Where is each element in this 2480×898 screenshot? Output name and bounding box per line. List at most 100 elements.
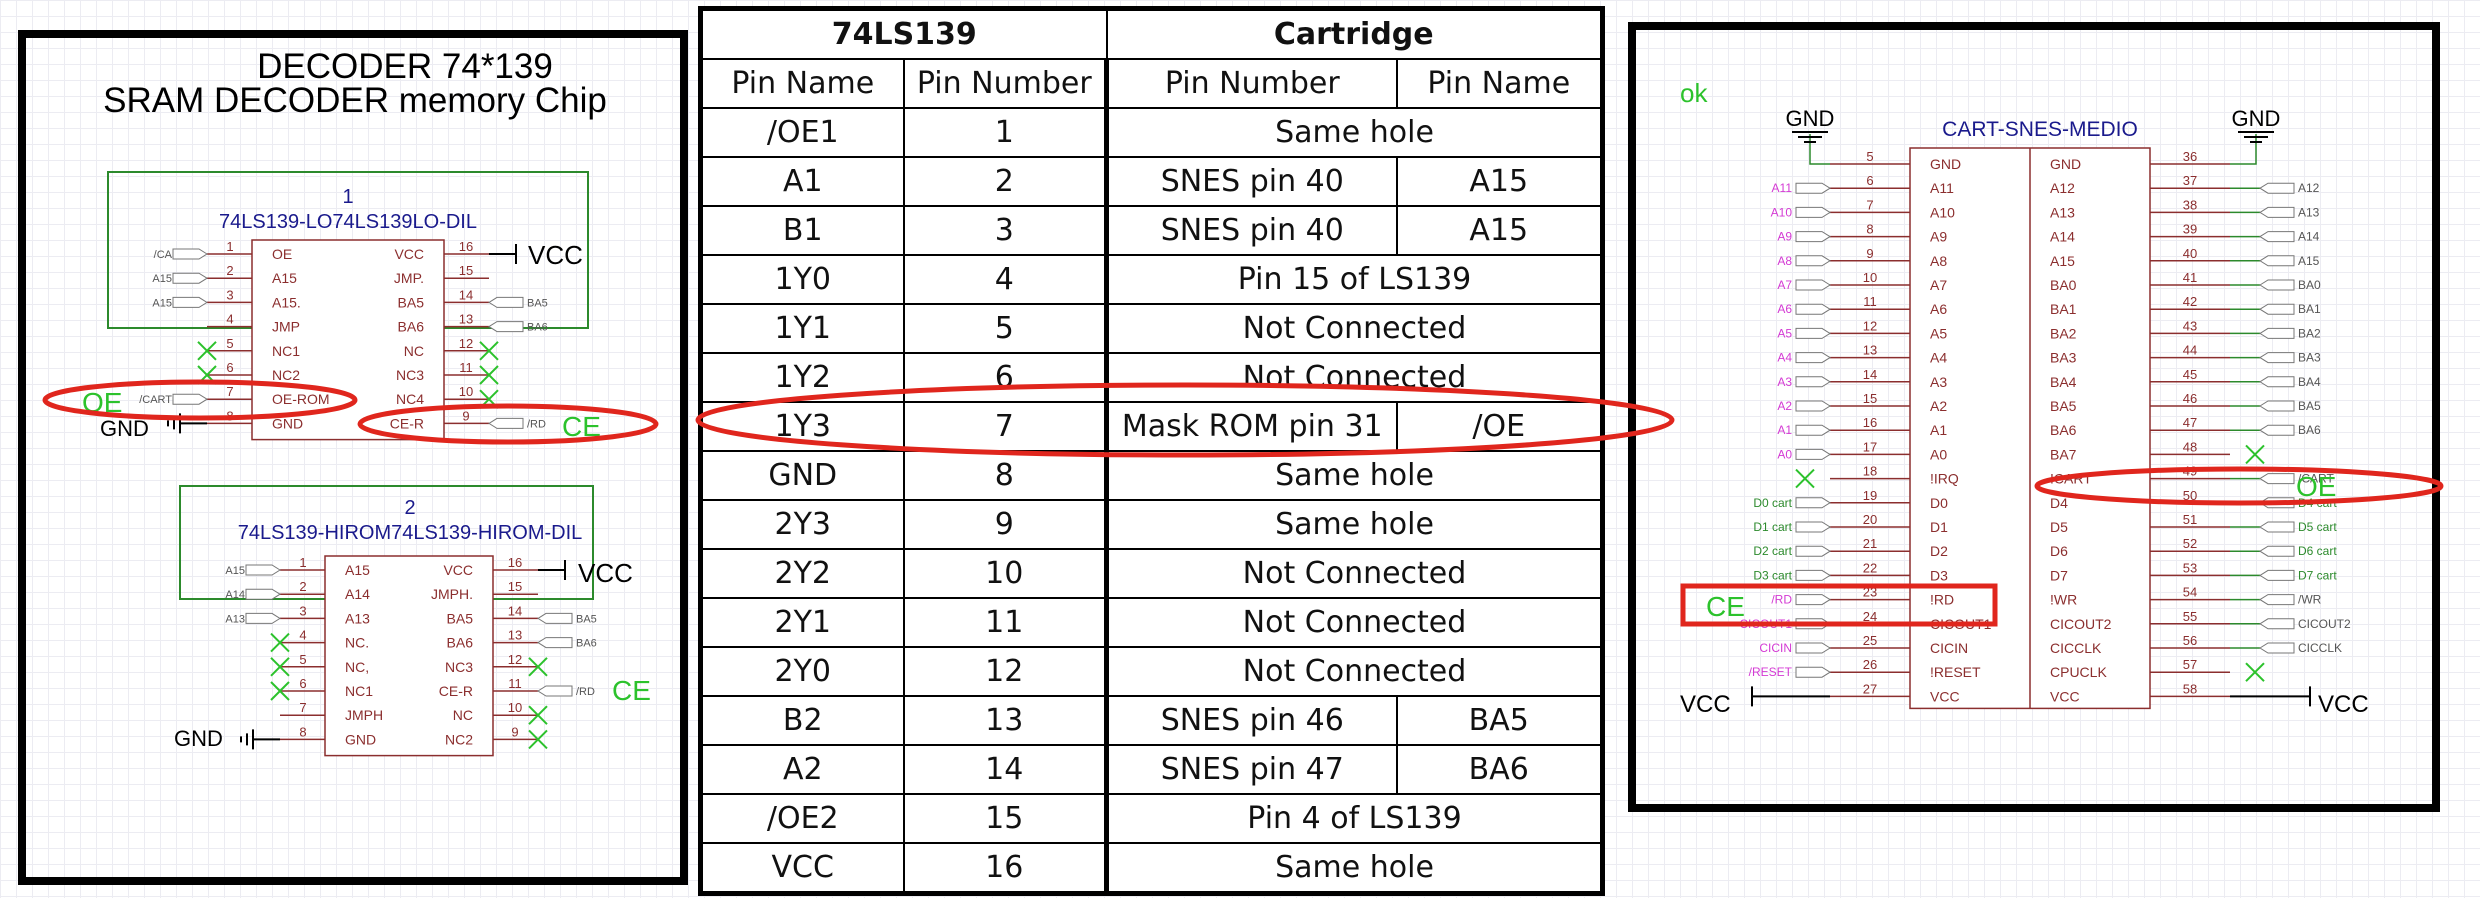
cell-cartridge-connection: Not Connected: [1105, 548, 1604, 599]
cart-left-pin-name: D0: [1930, 495, 1948, 511]
cart-right-net-label: BA0: [2298, 278, 2321, 292]
cart-right-net-flag: [2259, 376, 2295, 388]
cart-right-pin-name: A12: [2050, 180, 2075, 196]
cart-left-pin-name: CICIN: [1930, 640, 1968, 656]
chip2-right-pin-name: BA6: [447, 635, 474, 651]
cell-cartridge-connection: Not Connected: [1105, 646, 1604, 697]
cell-ls139-pin-number: 14: [902, 744, 1109, 795]
chip2-left-pin-number: 5: [299, 652, 306, 667]
cart-left-pin-name: A9: [1930, 229, 1947, 245]
cart-right-net-flag: [2259, 618, 2295, 630]
chip2-right-pin-number: 10: [508, 700, 522, 715]
cart-left-pin-number: 16: [1863, 415, 1877, 430]
chip2-part-name: 74LS139-HIROM74LS139-HIROM-DIL: [238, 522, 583, 544]
cart-left-pin-number: 14: [1863, 367, 1877, 382]
cart-right-pin-name: GND: [2050, 156, 2081, 172]
cart-right-net-label: BA2: [2298, 326, 2321, 340]
cart-left-net-flag: [1795, 497, 1831, 509]
chip1-left-pin-number: 4: [226, 312, 233, 327]
chip2-ce-note: CE: [612, 675, 651, 706]
cart-left-pin-name: A10: [1930, 204, 1955, 220]
cart-right-pin-name: BA0: [2050, 277, 2077, 293]
cart-right-net-flag: [2259, 279, 2295, 291]
cell-ls139-pin-name: 2Y2: [699, 548, 905, 599]
cart-right-pin-number: 52: [2183, 536, 2197, 551]
group-header-cartridge: Cartridge: [1105, 7, 1605, 60]
chip2-right-pin-name: NC: [453, 707, 473, 723]
cart-right-net-flag: [2259, 206, 2295, 218]
col-header-cart-pin-name: Pin Name: [1395, 58, 1604, 109]
chip1-right-pin-number: 16: [459, 239, 473, 254]
cart-right-net-label: /CART: [2298, 472, 2334, 486]
chip1-right-pin-number: 10: [459, 384, 473, 399]
chip2-right-nc-mark: [528, 705, 548, 725]
cart-right-pin-name: BA2: [2050, 325, 2077, 341]
cart-right-pin-name: D7: [2050, 567, 2068, 583]
chip2-right-pin-number: 13: [508, 628, 522, 643]
cart-left-net-label: A5: [1777, 326, 1792, 340]
chip2-left-pin-number: 7: [299, 700, 306, 715]
chip1-left-pin-number: 3: [226, 287, 233, 302]
cell-ls139-pin-number: 16: [902, 842, 1109, 895]
chip1-left-net-label: A15: [152, 273, 172, 285]
cell-ls139-pin-name: 1Y0: [699, 254, 905, 305]
cart-right-net-label: D7 cart: [2298, 568, 2337, 582]
cell-ls139-pin-number: 1: [902, 107, 1109, 158]
chip2-left-pin-name: A15: [345, 562, 370, 578]
cart-right-pin-name: BA3: [2050, 350, 2077, 366]
chip1-left-pin-name: NC2: [272, 367, 300, 383]
cell-cartridge-connection: Same hole: [1105, 450, 1604, 501]
cart-left-net-label: A8: [1777, 254, 1792, 268]
chip1-left-nc-mark: [197, 341, 217, 361]
cart-right-net-label: A14: [2298, 230, 2320, 244]
cell-cartridge-connection: Same hole: [1105, 107, 1604, 158]
cart-left-pin-number: 8: [1866, 222, 1873, 237]
cart-vcc-left-label: VCC: [1680, 691, 1731, 718]
cart-left-pin-name: !RESET: [1930, 664, 1981, 680]
chip2-number: 2: [404, 497, 415, 519]
cart-left-pin-number: 20: [1863, 512, 1877, 527]
cart-right-net-flag: [2259, 400, 2295, 412]
chip1-right-pin-name: JMP.: [394, 270, 424, 286]
cell-ls139-pin-number: 4: [902, 254, 1109, 305]
chip1-right-pin-name: BA5: [398, 294, 425, 310]
cart-gnd-right-wire: [2230, 134, 2257, 165]
cell-ls139-pin-name: VCC: [699, 842, 905, 895]
cart-left-pin-number: 22: [1863, 560, 1877, 575]
cart-left-pin-name: A6: [1930, 301, 1947, 317]
cart-left-net-label: A6: [1777, 302, 1792, 316]
cart-left-pin-name: !IRQ: [1930, 471, 1959, 487]
chip2-left-pin-name: JMPH: [345, 707, 383, 723]
cell-cartridge-pin-number: SNES pin 47: [1105, 744, 1398, 795]
cart-gnd-left-label: GND: [1786, 106, 1835, 131]
cart-left-net-flag: [1795, 594, 1831, 606]
cart-left-net-flag: [1795, 424, 1831, 436]
chip2-left-pin-name: NC1: [345, 683, 373, 699]
chip1-left-pin-name: NC1: [272, 343, 300, 359]
cart-left-pin-number: 5: [1866, 149, 1873, 164]
cart-left-net-flag: [1795, 303, 1831, 315]
cart-right-pin-name: A14: [2050, 229, 2075, 245]
chip2-right-pin-number: 16: [508, 555, 522, 570]
cart-left-pin-number: 13: [1863, 343, 1877, 358]
chip2-left-pin-name: A13: [345, 610, 370, 626]
cell-cartridge-connection: Same hole: [1105, 842, 1604, 895]
cart-left-pin-number: 6: [1866, 173, 1873, 188]
cart-left-net-label: D3 cart: [1753, 568, 1792, 582]
chip1-right-nc-mark: [479, 341, 499, 361]
cart-left-pin-name: A0: [1930, 446, 1947, 462]
chip1-left-pin-name: A15.: [272, 294, 301, 310]
cart-vcc-right-label: VCC: [2318, 691, 2369, 718]
chip1-left-pin-number: 7: [226, 384, 233, 399]
chip2-right-pin-name: NC2: [445, 731, 473, 747]
chip1-left-net-flag: [172, 296, 208, 308]
cart-right-net-flag: [2259, 642, 2295, 654]
cell-cartridge-connection: Not Connected: [1105, 597, 1604, 648]
cell-cartridge-connection: Pin 15 of LS139: [1105, 254, 1604, 305]
chip1-gnd-symbol: [167, 413, 207, 434]
cart-gnd-left-wire: [1809, 134, 1830, 165]
